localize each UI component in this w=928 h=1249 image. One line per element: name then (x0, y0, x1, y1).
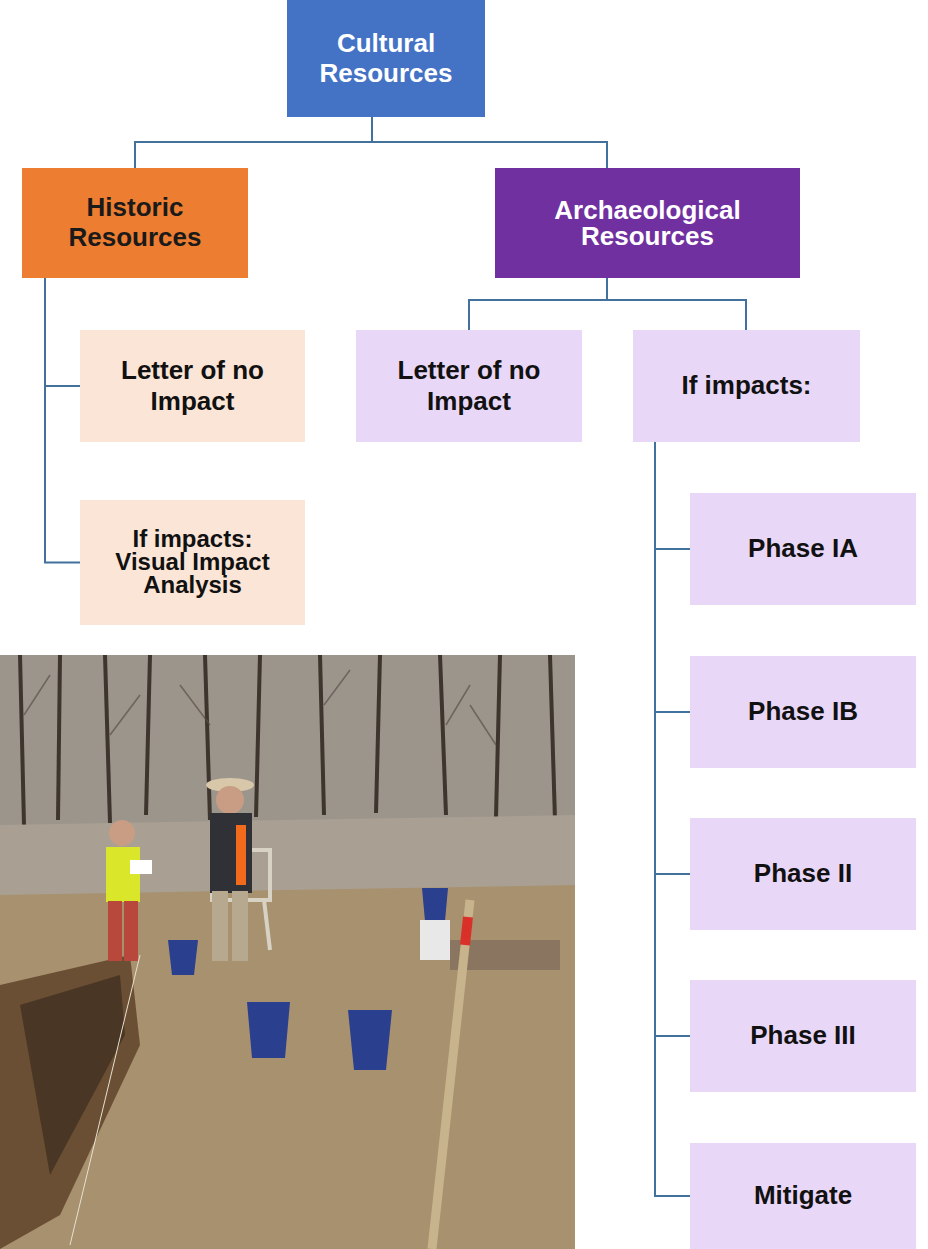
outcome-box: If impacts: Visual Impact Analysis (80, 500, 305, 625)
box-text-group: Phase IA (740, 533, 866, 564)
outcome-box: If impacts: (633, 330, 860, 442)
tree-connector (45, 278, 80, 386)
box-text-group: If impacts: (673, 370, 819, 401)
tree-trunks (20, 655, 555, 825)
sample-bag (420, 920, 450, 960)
box-label: If impacts: Visual Impact Analysis (110, 528, 275, 596)
box-text-group: Phase IB (740, 696, 866, 727)
box-label: Phase III (750, 1020, 856, 1051)
box-label: Cultural Resources (295, 29, 477, 89)
tree-connector (655, 442, 690, 549)
box-label: Archaeological Resources (503, 197, 792, 249)
tree-connector (372, 117, 607, 168)
phase-box: Phase IB (690, 656, 916, 768)
worker-left (106, 820, 152, 961)
string-line (70, 955, 140, 1245)
box-label: Phase II (754, 858, 852, 889)
tree-connector (655, 442, 690, 874)
box-label: Phase IA (748, 533, 858, 564)
shovel (432, 900, 470, 1249)
tree-connector (655, 442, 690, 712)
category-box: Archaeological Resources (495, 168, 800, 278)
box-text-group: Cultural Resources (287, 29, 485, 89)
box-label: Historic Resources (30, 193, 240, 253)
excavation-photo (0, 655, 575, 1249)
phase-box: Mitigate (690, 1143, 916, 1249)
forest-background (0, 655, 575, 825)
tree-connector (655, 442, 690, 1036)
tree-connector (135, 117, 372, 168)
box-label: If impacts: (681, 370, 811, 401)
buckets (168, 888, 448, 1070)
box-text-group: Letter of no Impact (356, 355, 582, 417)
phase-box: Phase III (690, 980, 916, 1092)
box-label: Phase IB (748, 696, 858, 727)
box-text-group: Letter of no Impact (80, 355, 305, 417)
photo-ground (0, 655, 575, 1249)
root-box: Cultural Resources (287, 0, 485, 117)
tree-connector (469, 278, 607, 330)
worker-right (206, 778, 254, 961)
tree-connector (655, 442, 690, 1196)
dirt-surface (0, 885, 575, 1249)
tree-connector (45, 278, 80, 563)
box-text-group: Archaeological Resources (495, 197, 800, 249)
phase-box: Phase IA (690, 493, 916, 605)
outcome-box: Letter of no Impact (356, 330, 582, 442)
box-label: Letter of no Impact (88, 355, 297, 417)
box-text-group: If impacts: Visual Impact Analysis (80, 528, 305, 596)
box-label: Mitigate (754, 1180, 852, 1211)
box-text-group: Phase III (742, 1020, 864, 1051)
box-text-group: Historic Resources (22, 193, 248, 253)
tree-connector (607, 278, 746, 330)
box-text-group: Phase II (746, 858, 860, 889)
category-box: Historic Resources (22, 168, 248, 278)
box-text-group: Mitigate (746, 1180, 860, 1211)
outcome-box: Letter of no Impact (80, 330, 305, 442)
trench-shadow (20, 975, 125, 1175)
box-label: Letter of no Impact (364, 355, 574, 417)
phase-box: Phase II (690, 818, 916, 930)
excavation-trench (0, 955, 140, 1249)
tree-branches (24, 670, 496, 745)
